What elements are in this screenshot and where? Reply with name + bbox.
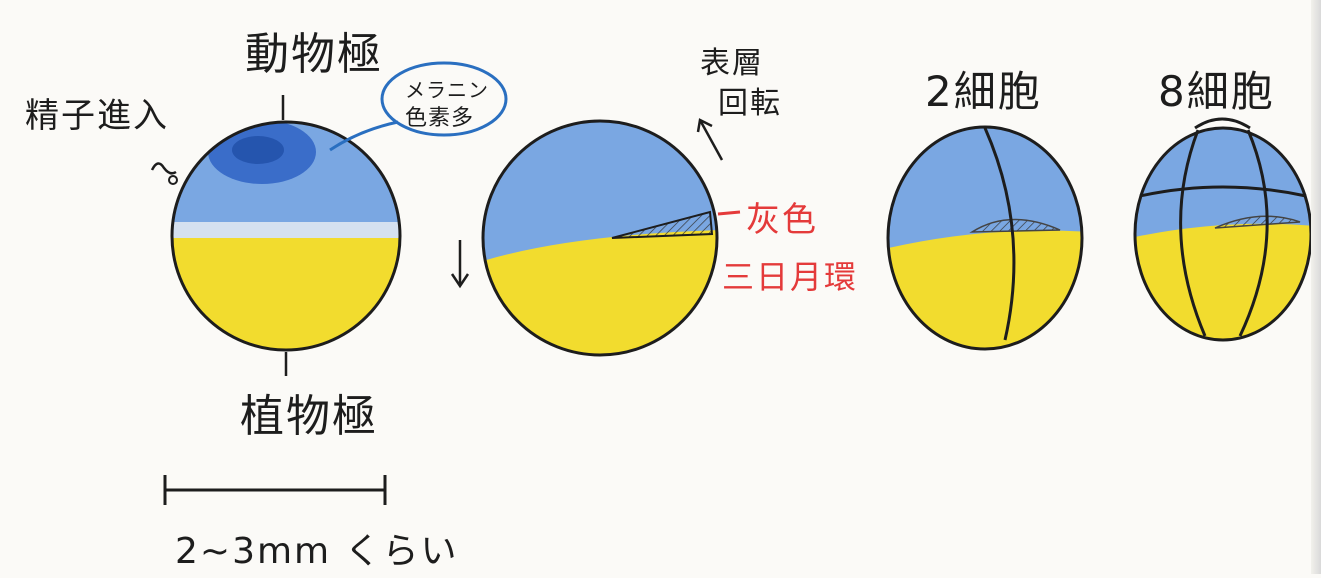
eight-cell-label: 8細胞: [1158, 67, 1275, 116]
cortical-rotation-label-line1: 表層: [700, 46, 764, 81]
melanin-label-line1: メラニン: [405, 78, 489, 102]
gray-crescent: [611, 210, 714, 239]
animal-pole-label: 動物極: [245, 29, 383, 80]
sperm-icon: [150, 162, 177, 175]
page-edge: [1311, 0, 1321, 574]
gray-crescent-pointer: [717, 210, 741, 216]
rotation-arrow-up-icon: [698, 119, 724, 161]
gray-crescent-label: 三日月環: [722, 258, 859, 296]
melanin-pointer: [329, 120, 399, 152]
cortical-rotation-label-line2: 回転: [718, 86, 782, 121]
two-cell-embryo: [886, 125, 1084, 351]
two-cell-label: 2細胞: [925, 67, 1042, 116]
cortical-rotation-egg: [450, 118, 741, 357]
melanin-label-line2: 色素多: [405, 106, 475, 131]
first-cleavage-furrow: [983, 127, 1016, 341]
third-cleavage-furrow: [1139, 185, 1307, 198]
gray-label: 灰色: [746, 200, 818, 240]
eight-cell-embryo: [1133, 117, 1313, 342]
sperm-entry-label: 精子進入: [25, 96, 169, 136]
scale-bar: [163, 475, 387, 505]
melanin-bubble: [380, 61, 508, 137]
vegetal-pole-label: 植物極: [240, 391, 378, 442]
scale-label: 2~3mm くらい: [175, 531, 459, 572]
